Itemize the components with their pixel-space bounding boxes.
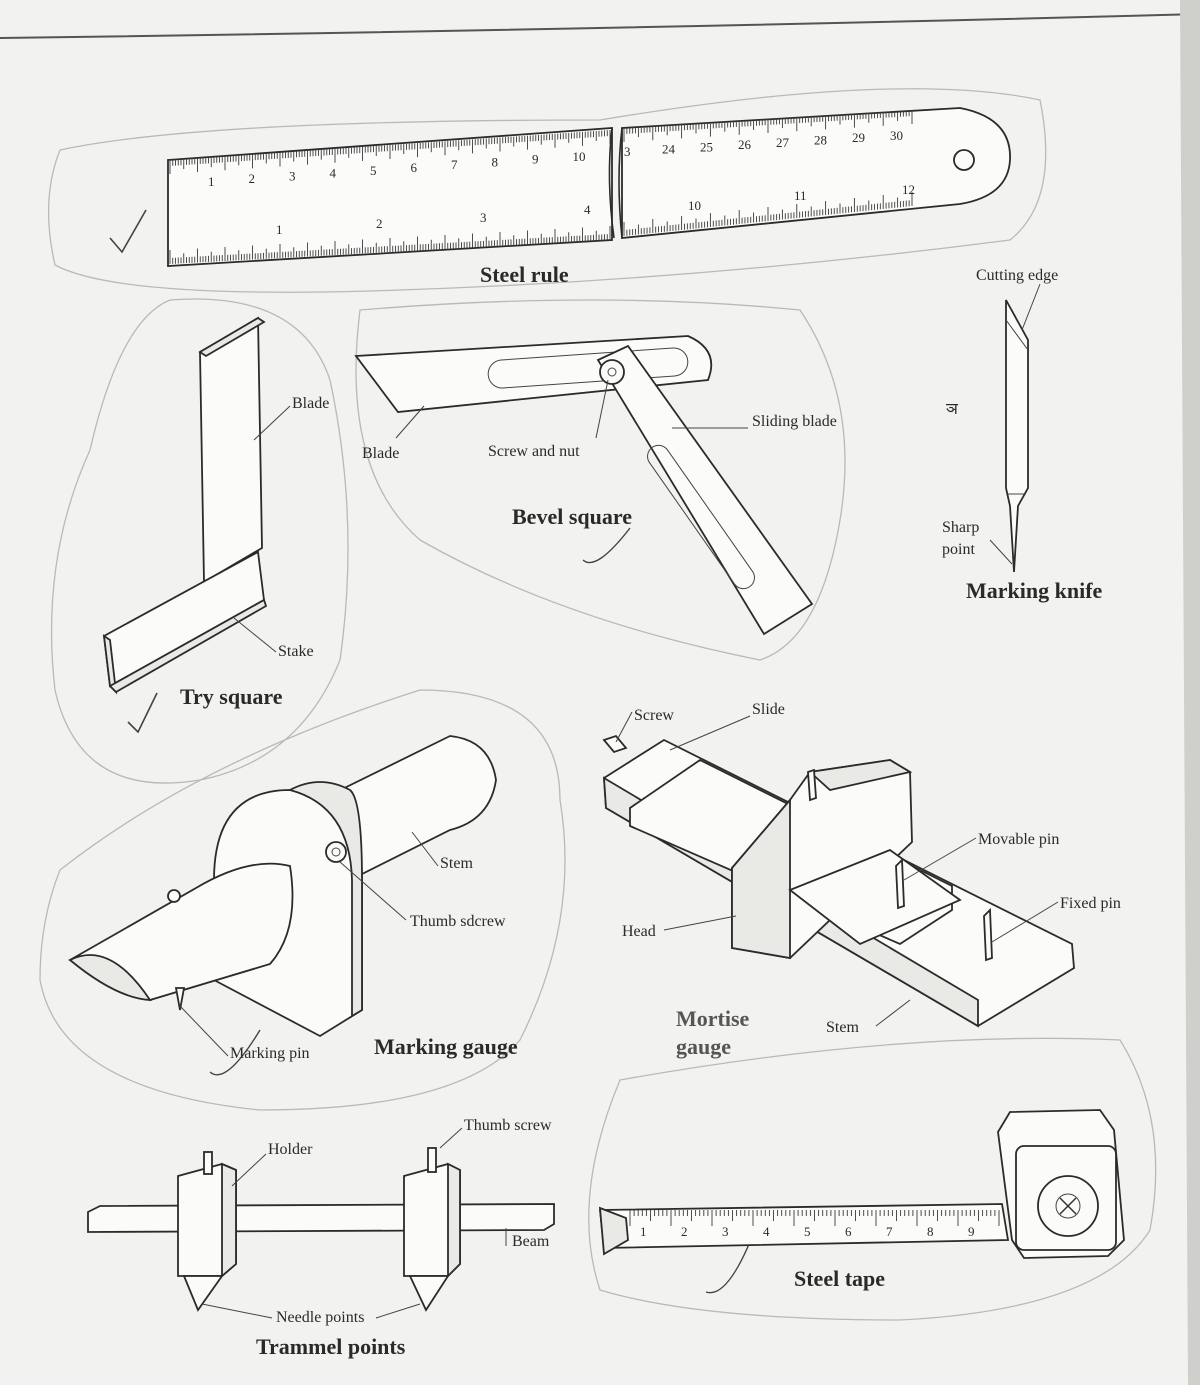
marking-knife-point-label: point [942, 541, 975, 558]
steel-rule-right-body [621, 107, 1011, 239]
trammel-holder-label: Holder [268, 1141, 313, 1158]
try-square-blade [199, 316, 263, 584]
trammel-thumb-screw-label: Thumb screw [464, 1117, 552, 1134]
pencil-annotations: ञ [39, 88, 1157, 1321]
mortise-gauge-movable-pin-label: Movable pin [978, 831, 1059, 848]
rule-number: 9 [532, 152, 539, 167]
marking-gauge: Stem Thumb sdcrew Marking pin Marking ga… [68, 735, 518, 1062]
trammel-needle-points-label: Needle points [276, 1309, 364, 1326]
tape-number: 3 [722, 1224, 729, 1239]
marking-knife-blade [1005, 299, 1029, 573]
marking-knife-cutting-edge-label: Cutting edge [976, 267, 1058, 284]
mortise-gauge-screw [602, 734, 628, 754]
marking-gauge-front-stem [68, 862, 294, 1001]
bevel-square-screw-label: Screw and nut [488, 443, 580, 460]
mortise-gauge-title-2: gauge [676, 1034, 731, 1059]
rule-number: 30 [890, 128, 903, 143]
tape-number: 5 [804, 1224, 811, 1239]
rule-number: 27 [776, 135, 790, 150]
trammel-beam-label: Beam [512, 1233, 550, 1250]
rule-number: 12 [902, 182, 915, 197]
bevel-square: Blade Screw and nut Sliding blade Bevel … [354, 335, 837, 636]
mortise-gauge-slide-label: Slide [752, 701, 785, 718]
mortise-gauge-head-label: Head [622, 923, 656, 940]
marking-knife-sharp-label: Sharp [942, 519, 979, 536]
rule-number: 4 [330, 166, 337, 181]
rule-number: 2 [376, 216, 383, 231]
tape-number: 7 [886, 1224, 893, 1239]
mortise-gauge-fixed-pin [983, 907, 993, 962]
rule-number: 28 [814, 133, 827, 148]
mortise-gauge-screw-label: Screw [634, 707, 674, 724]
rule-number: 2 [249, 171, 256, 186]
steel-tape: 1 2 3 4 5 6 7 8 9 Steel tape [598, 1109, 1125, 1291]
marking-gauge-stem-label: Stem [440, 855, 473, 872]
marking-gauge-thumb-screw-label: Thumb sdcrew [410, 913, 506, 930]
rule-number: 24 [662, 142, 676, 157]
rule-number: 3 [480, 210, 487, 225]
rule-number: 1 [276, 222, 283, 237]
bevel-square-blade-label: Blade [362, 445, 399, 462]
marking-gauge-thumb-screw [325, 841, 347, 863]
rule-number: 29 [852, 130, 865, 145]
steel-rule-title: Steel rule [480, 262, 569, 287]
steel-tape-hook [598, 1206, 629, 1256]
trammel-beam [87, 1203, 555, 1233]
bevel-square-title: Bevel square [512, 504, 632, 529]
marking-knife-title: Marking knife [966, 578, 1103, 603]
tape-number: 6 [845, 1224, 852, 1239]
tape-number: 1 [640, 1224, 647, 1239]
rule-number: 5 [370, 163, 377, 178]
rule-number: 26 [738, 137, 752, 152]
steel-rule-left-body [167, 127, 613, 267]
bevel-square-blade-slot [647, 444, 755, 590]
rule-number: 10 [573, 149, 586, 164]
tape-number: 8 [927, 1224, 934, 1239]
bevel-square-sliding-blade [596, 344, 814, 636]
mortise-gauge: Screw Slide Movable pin Fixed pin Head S… [602, 701, 1121, 1059]
trammel-points: Holder Thumb screw Beam Needle points Tr… [87, 1117, 555, 1359]
steel-tape-title: Steel tape [794, 1266, 885, 1291]
rule-number: 8 [492, 154, 499, 169]
rule-number: 4 [584, 202, 591, 217]
tape-number: 4 [763, 1224, 770, 1239]
tape-number: 9 [968, 1224, 975, 1239]
rule-number: 7 [451, 157, 458, 172]
page-top-edge [0, 13, 1200, 39]
bevel-square-screw [599, 359, 625, 385]
mortise-gauge-title-1: Mortise [676, 1006, 750, 1031]
mortise-gauge-movable-pin [895, 857, 905, 910]
svg-text:ञ: ञ [946, 401, 959, 418]
rule-number: 25 [700, 139, 713, 154]
steel-rule-break [608, 127, 623, 239]
marking-gauge-back-stem [318, 735, 497, 882]
marking-gauge-title: Marking gauge [374, 1034, 518, 1059]
tape-number: 2 [681, 1224, 688, 1239]
try-square-stake-label: Stake [278, 643, 314, 660]
rule-number: 6 [411, 160, 418, 175]
marking-knife: Cutting edge Sharp point Marking knife [942, 267, 1103, 603]
marking-gauge-pin [174, 987, 186, 1011]
rule-number: 11 [794, 188, 807, 203]
rule-number: 3 [289, 168, 296, 183]
rule-number: 1 [208, 174, 215, 189]
try-square-title: Try square [180, 684, 283, 709]
mortise-gauge-stem-label: Stem [826, 1019, 859, 1036]
steel-rule-hanging-hole [953, 149, 975, 171]
mortise-gauge-fixed-pin-label: Fixed pin [1060, 895, 1121, 912]
try-square-blade-label: Blade [292, 395, 329, 412]
rule-number: 10 [688, 198, 701, 213]
trammel-points-title: Trammel points [256, 1334, 406, 1359]
bevel-square-stock-slot [487, 347, 689, 389]
bevel-square-sliding-blade-label: Sliding blade [752, 413, 837, 430]
page-right-shadow [1180, 0, 1200, 1385]
rule-number: 3 [624, 144, 631, 159]
marking-gauge-pin-label: Marking pin [230, 1045, 310, 1062]
try-square: Blade Stake Try square [102, 316, 329, 709]
